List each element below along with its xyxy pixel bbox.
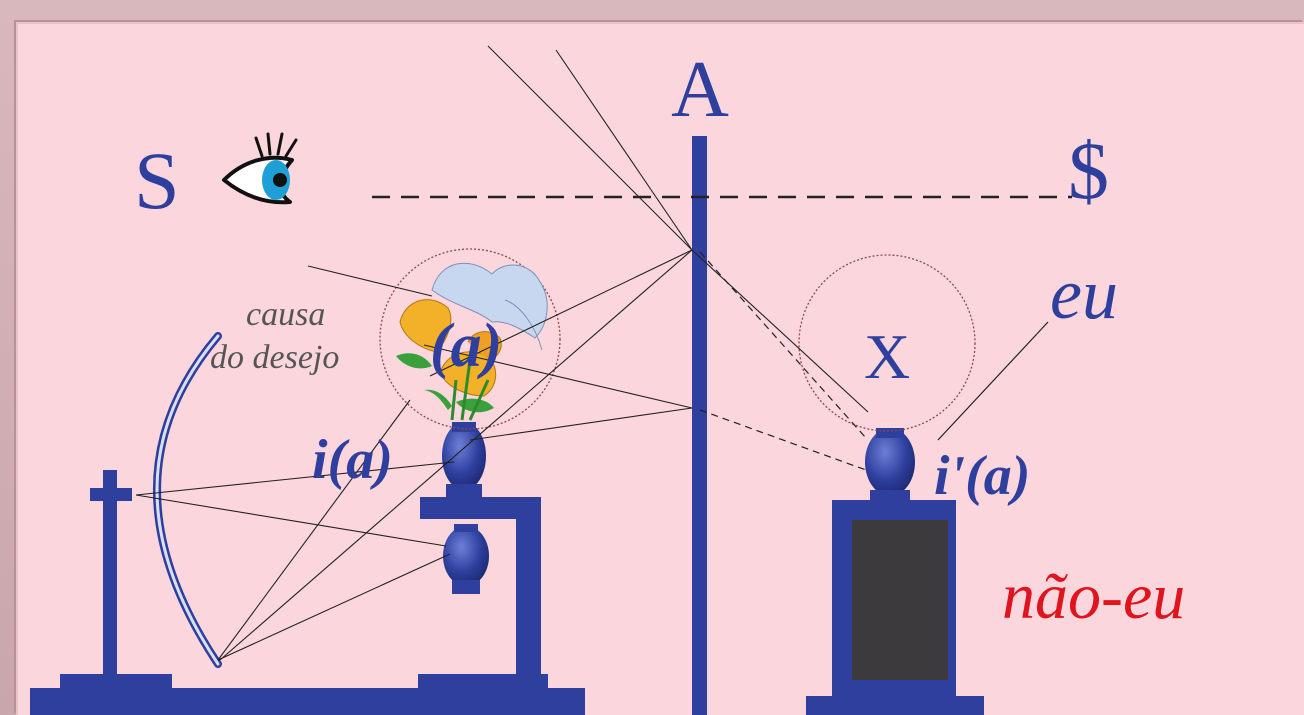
virtual-vase-neck xyxy=(876,428,904,438)
left-post-cross xyxy=(90,488,132,501)
concave-mirror-highlight xyxy=(155,334,220,666)
hidden-vase-neck xyxy=(454,524,478,532)
subject-label-s: S xyxy=(134,135,180,226)
vase-stand xyxy=(420,497,541,690)
virtual-image-label: i'(a) xyxy=(934,445,1030,507)
mirror-label-a: A xyxy=(671,46,729,134)
base-step-right xyxy=(418,674,548,690)
flower-circle xyxy=(379,248,561,430)
virtual-vase xyxy=(865,428,915,496)
eye-icon xyxy=(222,132,298,205)
flower-bouquet-icon xyxy=(396,262,548,421)
image-vase xyxy=(442,422,486,490)
eu-label: eu xyxy=(1050,254,1118,334)
x-circle xyxy=(798,254,976,432)
base-step-left xyxy=(60,674,172,690)
x-label: X xyxy=(864,321,910,392)
plane-mirror-a xyxy=(692,136,707,715)
virtual-vase-base xyxy=(870,490,910,502)
optical-rays xyxy=(135,45,869,661)
hidden-vase-foot xyxy=(452,580,480,594)
nao-eu-label: não-eu xyxy=(1002,560,1185,633)
object-a-label: (a) xyxy=(430,312,502,380)
right-pedestal-panel xyxy=(852,520,948,680)
left-post xyxy=(103,470,117,675)
image-vase-neck xyxy=(452,422,476,432)
image-vase-base xyxy=(446,484,482,498)
image-a-label: i(a) xyxy=(312,429,393,491)
virtual-rays xyxy=(699,251,867,471)
barred-subject-label: $ xyxy=(1068,125,1109,216)
diagram-panel xyxy=(16,22,1304,715)
causa-label-line1: causa xyxy=(246,296,325,333)
base-platform-right xyxy=(806,696,984,715)
hidden-vase xyxy=(443,526,489,586)
eu-pointer-line xyxy=(937,321,1049,441)
causa-label-line2: do desejo xyxy=(210,339,339,376)
base-platform-left xyxy=(30,688,585,715)
